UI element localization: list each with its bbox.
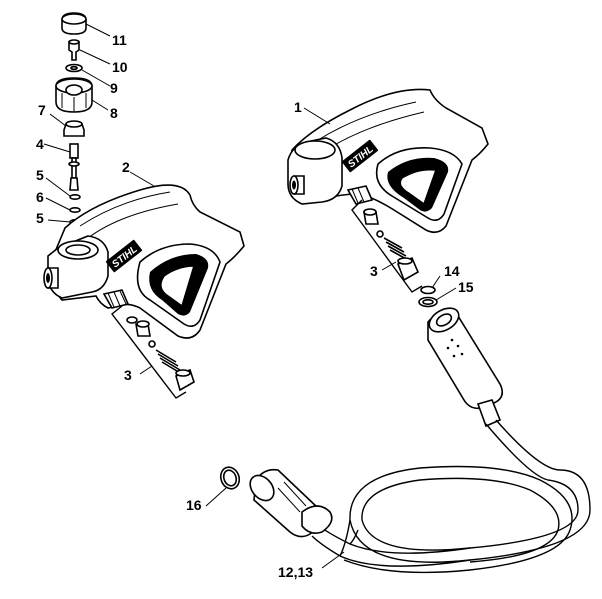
callout-10: 10 (112, 59, 128, 75)
callout-4: 4 (36, 136, 44, 152)
callout-12-13: 12,13 (278, 564, 313, 580)
valve-stem-part-4 (68, 143, 80, 191)
spray-gun-part-1: STIHL (287, 88, 489, 234)
callout-15: 15 (458, 279, 474, 295)
callout-1: 1 (294, 99, 302, 115)
callout-8: 8 (110, 105, 118, 121)
valve-kit-part-3-right (351, 199, 423, 293)
callout-3-left: 3 (124, 367, 132, 383)
callout-9: 9 (110, 80, 118, 96)
o-ring-part-5a (69, 194, 81, 201)
washer-part-9 (65, 63, 83, 73)
o-ring-part-14 (420, 285, 436, 295)
o-ring-part-6 (69, 207, 81, 214)
callout-2: 2 (122, 159, 130, 175)
callout-5b: 5 (36, 210, 44, 226)
callout-7: 7 (38, 102, 46, 118)
callout-11: 11 (112, 32, 127, 48)
screw-part-10 (68, 39, 80, 61)
callout-6: 6 (36, 189, 44, 205)
spray-gun-part-2: STIHL (43, 184, 245, 339)
cap-part-11 (61, 12, 87, 35)
o-ring-part-15 (418, 296, 438, 308)
callout-labels: 11 10 9 8 7 4 5 6 5 2 1 3 3 14 15 16 12,… (36, 32, 474, 580)
callout-14: 14 (444, 263, 460, 279)
callout-5a: 5 (36, 167, 44, 183)
callout-3-right: 3 (370, 263, 378, 279)
leader-lines (43, 23, 457, 569)
nipple-part-7 (63, 120, 85, 137)
hose-part-12-13 (249, 307, 591, 574)
valve-kit-part-3-left (111, 305, 195, 399)
callout-16: 16 (186, 497, 202, 513)
o-ring-part-16 (219, 466, 241, 490)
nut-part-8 (55, 77, 93, 113)
